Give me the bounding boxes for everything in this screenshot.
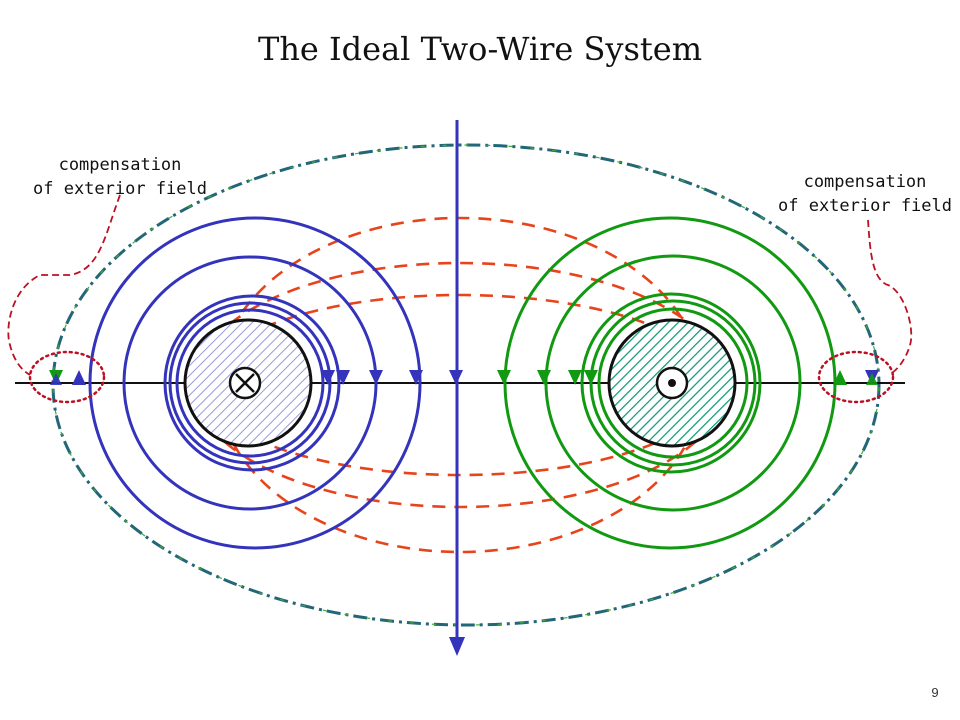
annotation-left-line-2: of exterior field xyxy=(33,179,207,199)
left-conductor xyxy=(183,318,313,448)
green-arrow-down-icon xyxy=(584,370,598,385)
right-field-lines xyxy=(503,216,837,550)
leader-left xyxy=(7,194,121,376)
annotation-left: compensation of exterior field xyxy=(30,153,210,201)
green-arrow-up-icon xyxy=(833,370,847,385)
left-field-circle-1 xyxy=(88,216,422,550)
right-field-circle-2 xyxy=(544,254,802,512)
annotation-right-line-2: of exterior field xyxy=(778,196,952,216)
blue-arrow-down-icon xyxy=(409,370,423,385)
left-field-circle-4 xyxy=(168,301,332,465)
right-field-circle-5 xyxy=(597,307,749,459)
center-field-line xyxy=(449,120,465,656)
left-field-circle-3 xyxy=(163,294,341,472)
current-out-of-page-icon xyxy=(655,366,689,400)
compensation-circle-left xyxy=(28,350,106,404)
page-number: 9 xyxy=(931,685,939,700)
blue-arrow-down-icon xyxy=(336,370,350,385)
left-field-circle-5 xyxy=(175,308,325,458)
green-arrow-up-icon xyxy=(866,373,878,385)
blue-arrow-down-icon xyxy=(369,370,383,385)
blue-arrow-down-icon xyxy=(449,370,463,385)
outer-boundary-ellipse xyxy=(51,143,881,627)
page-title: The Ideal Two-Wire System xyxy=(257,30,703,68)
compensation-circle-right xyxy=(817,350,895,404)
compensation-markers xyxy=(28,350,895,404)
current-into-page-icon xyxy=(228,366,262,400)
annotation-leaders xyxy=(7,194,913,376)
blue-arrow-up-icon xyxy=(72,370,86,385)
green-arrow-down-icon xyxy=(568,370,582,385)
green-arrow-down-icon xyxy=(497,370,511,385)
right-field-circle-3 xyxy=(580,292,762,474)
blue-arrow-down-icon xyxy=(321,370,335,385)
blue-arrow-up-icon xyxy=(50,373,62,385)
field-direction-arrows xyxy=(49,370,879,385)
leader-right xyxy=(867,219,913,374)
right-conductor xyxy=(607,318,737,448)
green-arrow-down-icon xyxy=(537,370,551,385)
center-line-arrow-icon xyxy=(449,637,465,656)
annotation-left-line-1: compensation xyxy=(58,155,182,175)
annotation-right: compensation of exterior field xyxy=(775,170,955,218)
annotation-right-line-1: compensation xyxy=(803,172,927,192)
